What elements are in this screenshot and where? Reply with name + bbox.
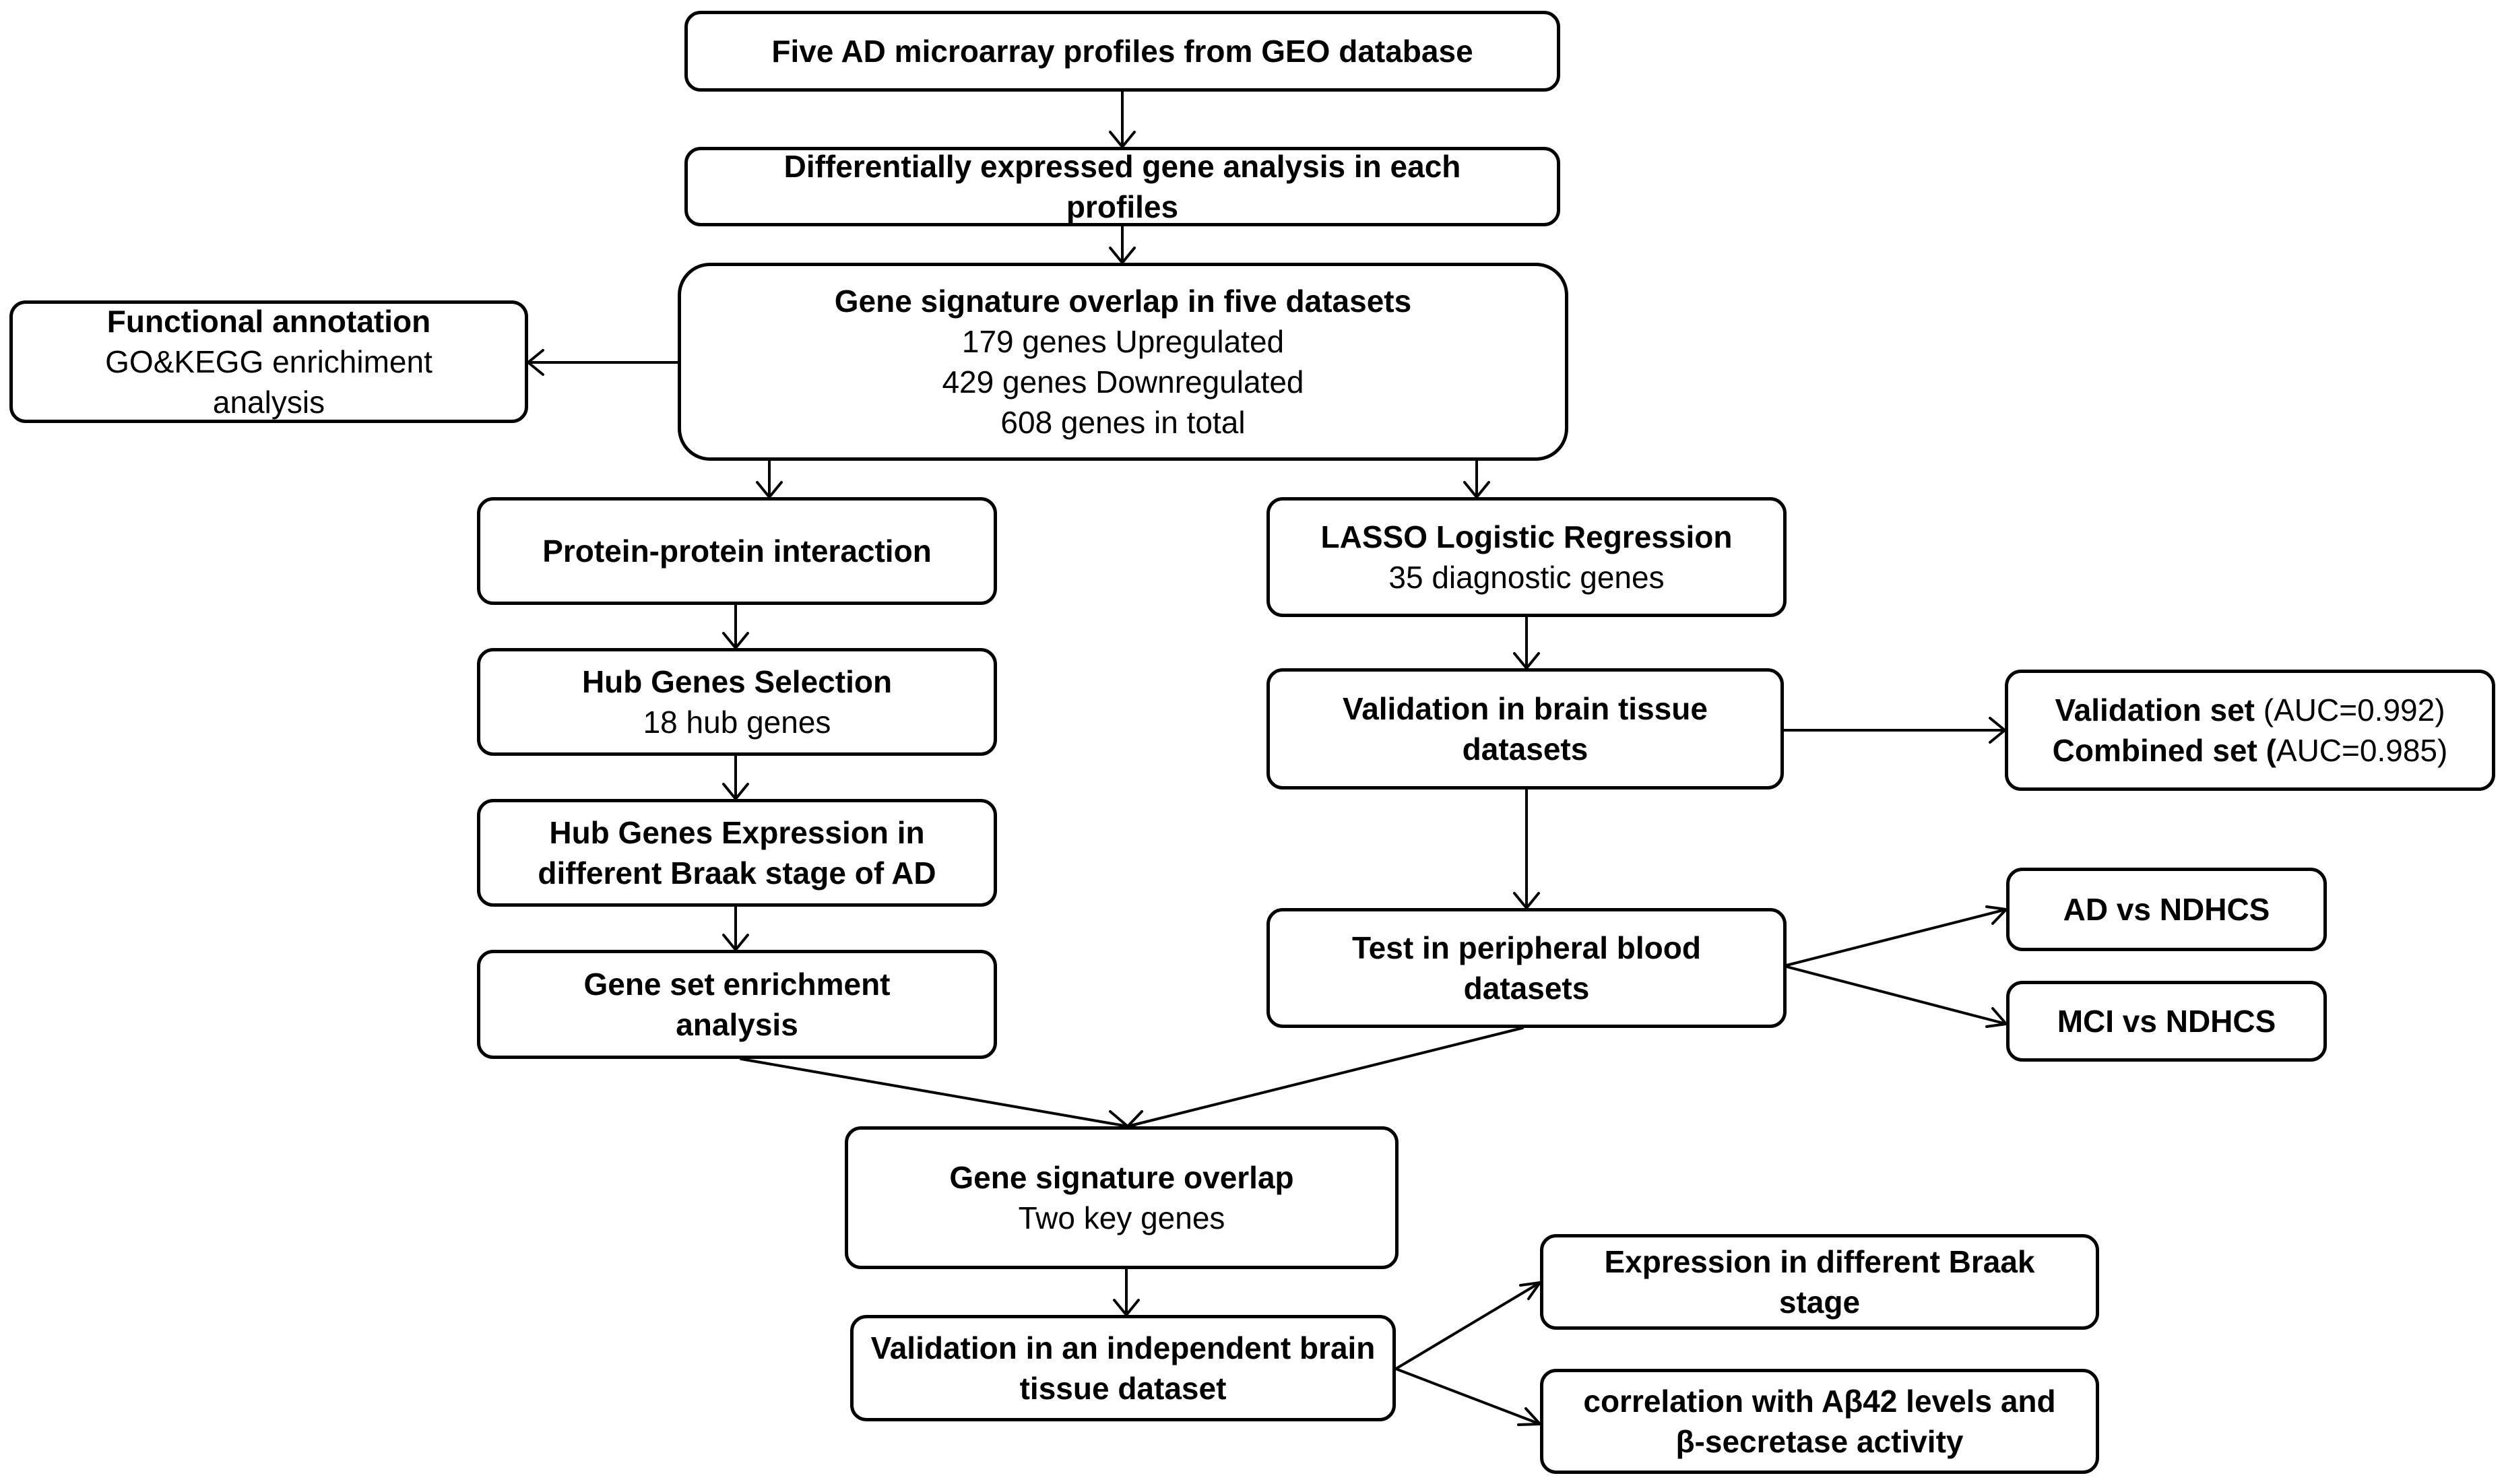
box-auc-results: Validation set (AUC=0.992) Combined set …	[2005, 670, 2495, 791]
box-line: 35 diagnostic genes	[1388, 560, 1665, 595]
box-functional-annotation: Functional annotation GO&KEGG enrichimen…	[9, 300, 528, 423]
box-title: Expression in different Braak stage	[1604, 1244, 2035, 1320]
box-lasso: LASSO Logistic Regression 35 diagnostic …	[1266, 497, 1787, 617]
arrow-indep-to-correlation	[1394, 1367, 1541, 1425]
box-validation-brain: Validation in brain tissue datasets	[1266, 668, 1784, 789]
box-hub-expression: Hub Genes Expression in different Braak …	[477, 799, 997, 907]
auc-validation-line: Validation set (AUC=0.992)	[2055, 690, 2445, 730]
arrow-blood-to-key	[1126, 1027, 1524, 1128]
box-line: GO&KEGG enrichiment analysis	[105, 344, 432, 420]
box-title: Gene signature overlap	[949, 1160, 1294, 1195]
box-title: Test in peripheral blood datasets	[1352, 930, 1701, 1006]
box-title: MCI vs NDHCS	[2057, 1004, 2276, 1039]
box-validation-independent: Validation in an independent brain tissu…	[850, 1315, 1396, 1421]
auc-combined-line: Combined set (AUC=0.985)	[2053, 730, 2448, 771]
box-title: Differentially expressed gene analysis i…	[783, 149, 1461, 224]
box-braak-expression: Expression in different Braak stage	[1540, 1234, 2099, 1330]
box-overlap-five-datasets: Gene signature overlap in five datasets …	[678, 263, 1568, 461]
box-line: 18 hub genes	[643, 705, 831, 740]
arrow-indep-to-braak	[1394, 1281, 1541, 1370]
arrow-gsea-to-key	[740, 1058, 1129, 1128]
box-overlap-key-genes: Gene signature overlap Two key genes	[845, 1126, 1399, 1269]
box-line: 179 genes Upregulated	[961, 324, 1285, 359]
box-line: Two key genes	[1018, 1200, 1225, 1235]
box-geo-profiles: Five AD microarray profiles from GEO dat…	[684, 11, 1560, 92]
box-title: Hub Genes Expression in different Braak …	[538, 815, 936, 891]
box-title: Five AD microarray profiles from GEO dat…	[771, 34, 1473, 69]
box-title: LASSO Logistic Regression	[1320, 519, 1733, 554]
arrowhead	[527, 349, 544, 376]
arrow-blood-to-mci	[1783, 965, 2008, 1025]
box-title: Gene signature overlap in five datasets	[834, 284, 1412, 319]
arrowhead	[1985, 1007, 2008, 1028]
box-line: 608 genes in total	[1000, 405, 1246, 440]
box-title: AD vs NDHCS	[2063, 892, 2270, 927]
arrowhead	[1519, 1281, 1541, 1300]
box-title: Validation in an independent brain tissu…	[870, 1330, 1376, 1406]
auc-validation-label: Validation set	[2055, 692, 2255, 728]
box-hub-selection: Hub Genes Selection 18 hub genes	[477, 648, 997, 756]
box-title: correlation with Aβ42 levels and β-secre…	[1583, 1384, 2056, 1459]
box-mci-vs-ndhcs: MCI vs NDHCS	[2006, 981, 2327, 1062]
box-gsea: Gene set enrichment analysis	[477, 950, 997, 1059]
box-title: Functional annotation	[106, 304, 431, 339]
box-test-blood: Test in peripheral blood datasets	[1266, 908, 1787, 1028]
auc-combined-value: AUC=0.985)	[2276, 733, 2448, 768]
auc-combined-label: Combined set (	[2052, 733, 2276, 768]
auc-validation-value: (AUC=0.992)	[2263, 692, 2445, 728]
box-title: Hub Genes Selection	[581, 664, 893, 699]
box-line: 429 genes Downregulated	[942, 364, 1304, 399]
arrowhead	[1985, 905, 2008, 925]
box-correlation: correlation with Aβ42 levels and β-secre…	[1540, 1369, 2099, 1474]
box-title: Gene set enrichment analysis	[583, 967, 891, 1042]
box-title: Validation in brain tissue datasets	[1343, 691, 1708, 767]
arrow-blood-to-ad	[1783, 908, 2008, 967]
box-ppi: Protein-protein interaction	[477, 497, 997, 605]
box-deg-analysis: Differentially expressed gene analysis i…	[684, 147, 1560, 226]
box-ad-vs-ndhcs: AD vs NDHCS	[2006, 868, 2327, 951]
box-title: Protein-protein interaction	[542, 534, 932, 569]
